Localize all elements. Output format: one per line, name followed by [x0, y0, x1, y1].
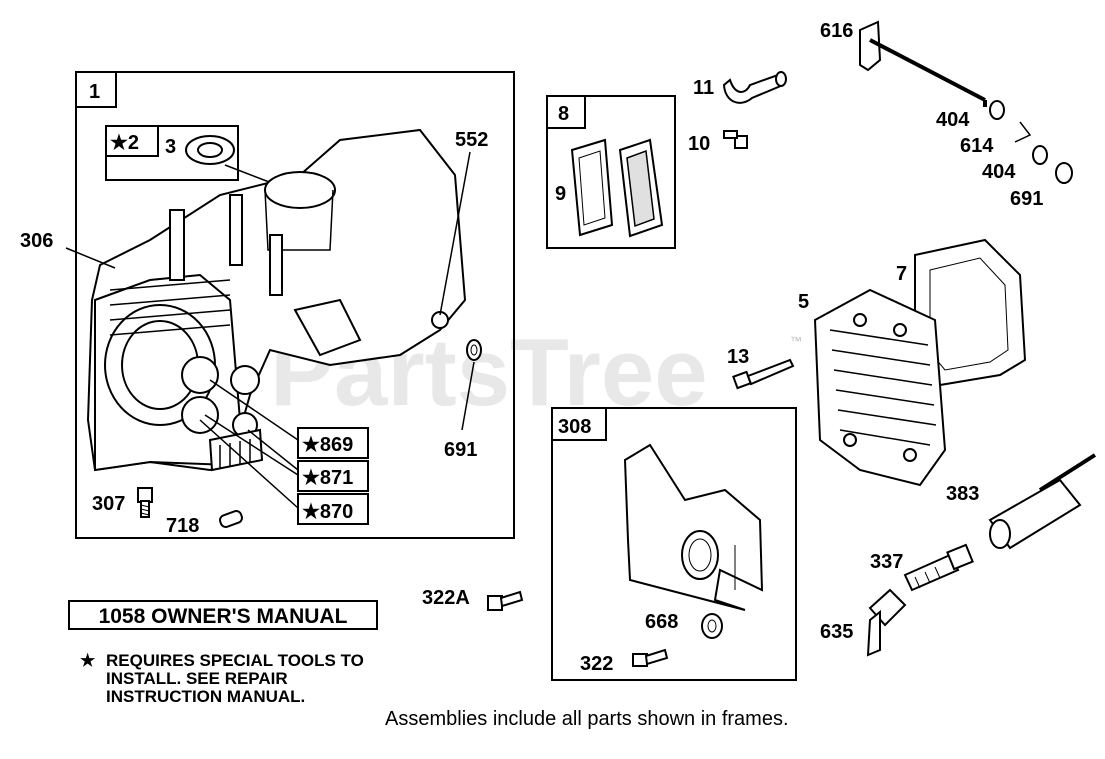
bolt-part-307: [137, 487, 153, 518]
frame-engine-tag: [75, 71, 117, 108]
engine-block-part: [86, 128, 467, 472]
callout-691b: 691: [1010, 188, 1043, 210]
leader-870: [199, 419, 299, 509]
special-tools-note-text: REQUIRES SPECIAL TOOLS TO INSTALL. SEE R…: [106, 651, 364, 706]
leader-552: [439, 151, 471, 316]
bolt-part-322A: [487, 590, 524, 611]
clip-part-614: [1014, 121, 1032, 143]
frame-engine: [75, 71, 515, 539]
callout-718: 718: [166, 515, 199, 537]
pin-part-718: [219, 510, 243, 528]
washer-part-691: [466, 339, 482, 361]
washer-part-691b: [1055, 162, 1073, 184]
callout-871: ★871: [302, 467, 353, 489]
callout-322: 322: [580, 653, 613, 675]
leader-306: [65, 247, 116, 269]
washer-part-404a: [989, 100, 1005, 120]
leader-871: [204, 414, 299, 476]
callout-404a: 404: [936, 109, 970, 131]
frame-shield: [551, 407, 797, 681]
leader-691a: [461, 361, 475, 431]
callout-307: 307: [92, 493, 125, 515]
gasket-part-9: [570, 138, 614, 237]
callout-383: 383: [946, 483, 979, 505]
kit-2-tag: [105, 125, 159, 157]
callout-7: 7: [896, 263, 907, 285]
frame-shield-tag: [551, 407, 607, 441]
callout-552: 552: [455, 129, 488, 151]
washer-part-404b: [1032, 145, 1048, 165]
bolt-part-322: [632, 648, 669, 667]
shaft-part-616: [859, 20, 987, 107]
callout-870: ★870: [302, 501, 353, 523]
callout-5: 5: [798, 291, 809, 313]
leader-871b: [247, 429, 299, 471]
callout-9: 9: [555, 183, 566, 205]
callout-322A: 322A: [422, 587, 470, 609]
frame-shield-number: 308: [558, 416, 591, 438]
cover-part-breather: [618, 138, 664, 238]
callout-306: 306: [20, 230, 53, 252]
callout-13: 13: [727, 346, 749, 368]
box-871: [297, 460, 369, 492]
tube-part-383: [988, 453, 1097, 550]
bolt-part-13: [732, 358, 795, 390]
callout-404b: 404: [982, 161, 1016, 183]
frame-engine-number: 1: [89, 81, 100, 103]
callout-614: 614: [960, 135, 994, 157]
screw-part-10: [723, 130, 748, 149]
callout-11: 11: [693, 77, 714, 99]
callout-668: 668: [645, 611, 678, 633]
watermark-trademark: ™: [790, 334, 802, 348]
callout-2: ★2: [110, 132, 139, 154]
tube-part-11: [722, 71, 787, 104]
callout-616: 616: [820, 20, 853, 42]
callout-691a: 691: [444, 439, 477, 461]
assemblies-footer-note: Assemblies include all parts shown in fr…: [385, 708, 789, 730]
washer-part-668: [701, 613, 723, 639]
leader-869: [209, 379, 299, 441]
callout-337: 337: [870, 551, 903, 573]
frame-breather: [546, 95, 676, 249]
callout-3: 3: [165, 136, 176, 158]
box-869: [297, 427, 369, 459]
spark-plug-part-337: [903, 543, 974, 592]
star-icon: ★: [80, 651, 96, 670]
shield-part-308: [623, 443, 764, 611]
seal-part-3: [185, 135, 235, 165]
terminal-part-635: [866, 588, 907, 657]
frame-breather-number: 8: [558, 103, 569, 125]
cylinder-head-part-5: [813, 288, 947, 487]
callout-869: ★869: [302, 434, 353, 456]
box-870: [297, 493, 369, 525]
frame-breather-tag: [546, 95, 586, 129]
callout-10: 10: [688, 133, 710, 155]
owners-manual-label: 1058 OWNER'S MANUAL: [68, 600, 378, 630]
callout-635: 635: [820, 621, 853, 643]
